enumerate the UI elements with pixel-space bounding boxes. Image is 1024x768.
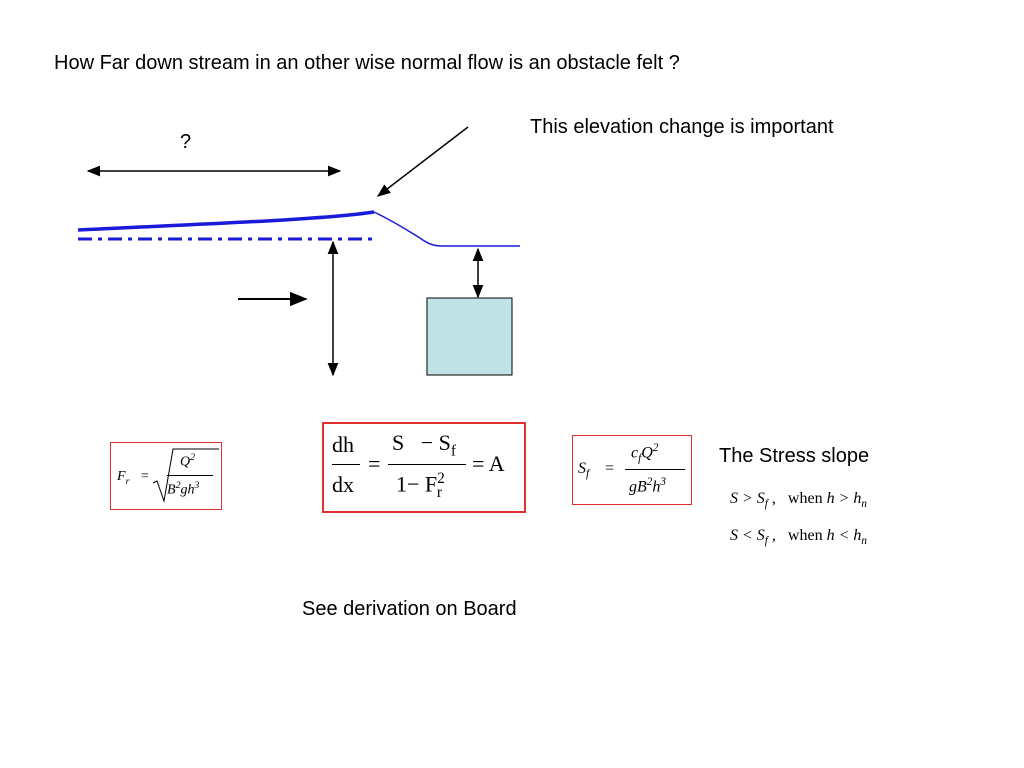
- eq-equals-1: =: [368, 451, 381, 476]
- gvf-equation: dh dx = S − Sf 1− F2r = A: [322, 422, 526, 513]
- sf-lhs: Sf: [578, 460, 590, 481]
- unknown-distance-label: ?: [180, 131, 192, 153]
- froude-number-formula: Fr = Q2 B2gh3: [110, 442, 222, 510]
- sf-fraction-bar: [625, 469, 685, 470]
- froude-equals: =: [141, 469, 149, 484]
- froude-fraction-bar: [167, 475, 213, 476]
- eq-dhdx-bar: [332, 464, 360, 465]
- condition-row-1: S > Sf , when h > hn: [730, 490, 867, 511]
- water-surface-drop: [373, 211, 520, 247]
- froude-lhs: Fr: [117, 469, 130, 487]
- froude-numerator: Q2: [180, 452, 196, 470]
- eq-equals-a: = A: [472, 451, 505, 476]
- elevation-note: This elevation change is important: [530, 116, 834, 138]
- sf-numerator: cfQ2: [631, 442, 659, 465]
- eq-denominator: 1− F2r: [396, 470, 445, 501]
- board-note: See derivation on Board: [302, 598, 517, 620]
- froude-denominator: B2gh3: [167, 480, 200, 498]
- slide-title: How Far down stream in an other wise nor…: [54, 52, 680, 74]
- obstacle-block: [426, 297, 513, 376]
- friction-slope-formula: Sf = cfQ2 gB2h3: [572, 435, 692, 505]
- sf-denominator: gB2h3: [629, 476, 666, 496]
- eq-numerator: S − Sf: [392, 430, 457, 460]
- eq-dx: dx: [332, 472, 354, 497]
- stress-slope-label: The Stress slope: [719, 445, 870, 467]
- eq-fraction-bar: [388, 464, 466, 465]
- elevation-pointer-arrow: [376, 126, 469, 197]
- water-surface-profile: [77, 210, 375, 232]
- eq-dh: dh: [332, 432, 354, 457]
- radical-sign: [152, 448, 219, 503]
- condition-row-2: S < Sf , when h < hn: [730, 527, 867, 548]
- sf-equals: =: [605, 460, 615, 477]
